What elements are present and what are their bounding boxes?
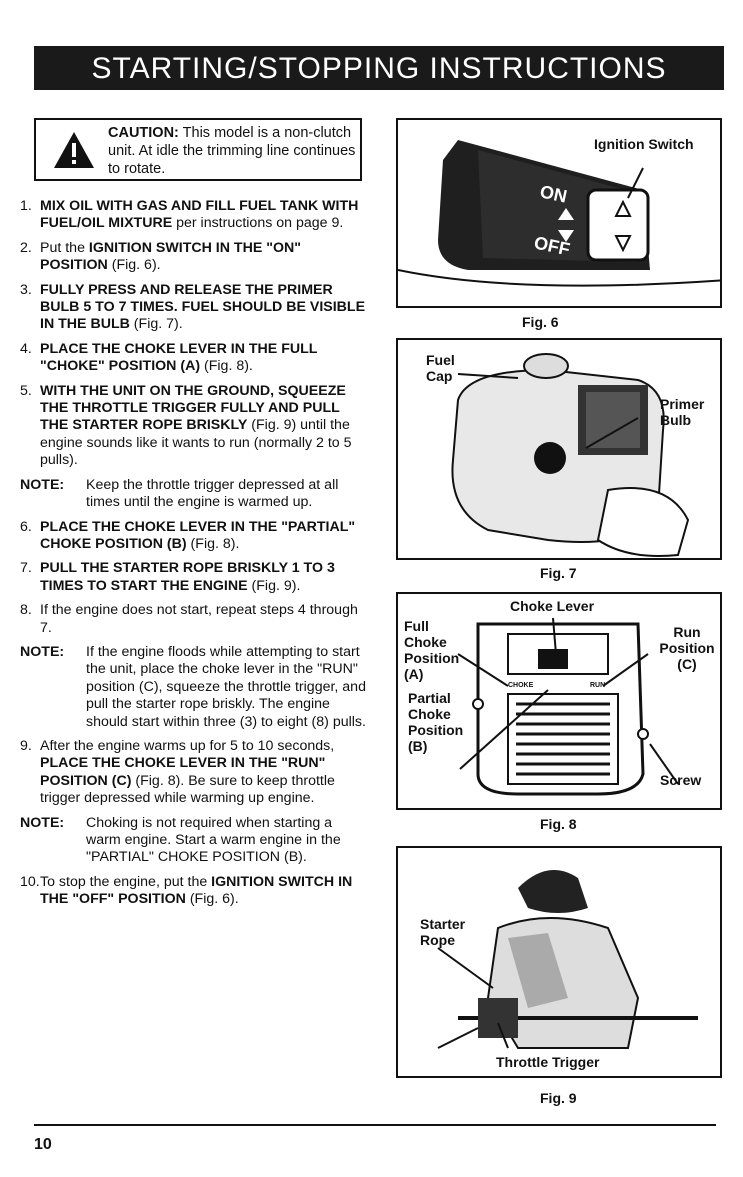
step-2: 2.Put the IGNITION SWITCH IN THE "ON" PO… xyxy=(20,239,301,274)
primer-bulb-illustration xyxy=(451,353,690,557)
figure-9-starter-rope: Starter Rope Throttle Trigger xyxy=(396,846,722,1078)
step-5: 5.WITH THE UNIT ON THE GROUND, SQUEEZE T… xyxy=(20,382,352,469)
ignition-switch-illustration xyxy=(398,140,720,287)
note-flood: NOTE:If the engine floods while attempti… xyxy=(20,643,366,730)
throttle-trigger-label: Throttle Trigger xyxy=(496,1054,600,1070)
fig-6-caption: Fig. 6 xyxy=(522,314,559,330)
page-number: 10 xyxy=(34,1136,52,1153)
warning-icon xyxy=(54,132,94,168)
fuel-cap-label: Fuel Cap xyxy=(426,352,455,384)
starter-rope-label: Starter Rope xyxy=(420,916,466,948)
run-position-label: Run Position (C) xyxy=(659,624,715,672)
step-3: 3.FULLY PRESS AND RELEASE THE PRIMER BUL… xyxy=(20,281,366,333)
figure-6-ignition-switch: ON OFF Ignition Switch xyxy=(396,118,722,308)
note-warm-engine: NOTE:Choking is not required when starti… xyxy=(20,814,341,866)
ignition-on-text: ON xyxy=(538,181,569,207)
fig-9-caption: Fig. 9 xyxy=(540,1090,577,1106)
step-7: 7.PULL THE STARTER ROPE BRISKLY 1 TO 3 T… xyxy=(20,560,335,594)
screw-label: Screw xyxy=(660,772,702,788)
step-8: 8.If the engine does not start, repeat s… xyxy=(20,602,358,636)
starter-rope-illustration xyxy=(437,870,698,1049)
choke-lever-label: Choke Lever xyxy=(510,598,595,614)
step-1: 1.MIX OIL WITH GAS AND FILL FUEL TANK WI… xyxy=(20,198,359,232)
choke-word: CHOKE xyxy=(508,682,534,689)
instruction-steps: 1.MIX OIL WITH GAS AND FILL FUEL TANK WI… xyxy=(20,198,370,916)
ignition-switch-label: Ignition Switch xyxy=(594,136,694,152)
choke-lever-illustration xyxy=(457,617,679,796)
caution-box: CAUTION: This model is a non-clutch unit… xyxy=(34,118,362,181)
figure-8-choke-lever: Choke Lever Full Choke Position (A) Run … xyxy=(396,592,722,810)
note-throttle: NOTE:Keep the throttle trigger depressed… xyxy=(20,476,339,511)
caution-text: CAUTION: This model is a non-clutch unit… xyxy=(108,125,356,177)
step-4: 4.PLACE THE CHOKE LEVER IN THE FULL "CHO… xyxy=(20,340,318,375)
run-word: RUN xyxy=(590,682,606,689)
step-9: 9. After the engine warms up for 5 to 10… xyxy=(20,737,335,807)
full-choke-label: Full Choke Position (A) xyxy=(404,618,460,682)
step-10: 10. To stop the engine, put the IGNITION… xyxy=(20,873,353,908)
step-6: 6.PLACE THE CHOKE LEVER IN THE "PARTIAL"… xyxy=(20,518,356,552)
figure-7-primer-bulb: Fuel Cap Primer Bulb xyxy=(396,338,722,560)
primer-bulb-label: Primer Bulb xyxy=(660,396,705,428)
footer-rule xyxy=(34,1124,716,1126)
section-banner: STARTING/STOPPING INSTRUCTIONS xyxy=(34,46,724,90)
fig-7-caption: Fig. 7 xyxy=(540,565,577,581)
fig-8-caption: Fig. 8 xyxy=(540,816,577,832)
partial-choke-label: Partial Choke Position (B) xyxy=(408,690,464,754)
